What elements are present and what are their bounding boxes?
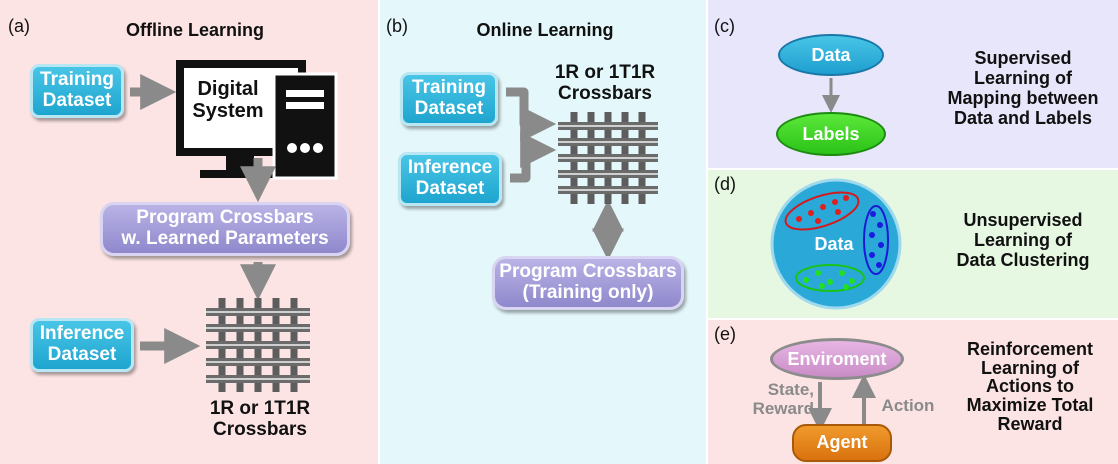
panel-a-label: (a) (8, 16, 30, 36)
unsupervised-description: Unsupervised Learning of Data Clustering (956, 210, 1090, 271)
program-crossbars-box-b: Program Crossbars (Training only) (492, 256, 684, 310)
inference-dataset-box-a: Inference Dataset (30, 318, 134, 372)
crossbar-b-label: 1R or 1T1R Crossbars (554, 62, 656, 105)
reinforcement-description: Reinforcement Learning of Actions to Max… (966, 339, 1094, 434)
environment-node: Enviroment (770, 338, 904, 380)
computer-tower-icon (272, 72, 338, 180)
labels-node: Labels (776, 112, 886, 156)
panel-a-title: Offline Learning (125, 20, 264, 40)
supervised-description: Supervised Learning of Mapping between D… (947, 48, 1099, 129)
arrow-inference-to-crossbar-b (510, 132, 557, 183)
panel-b-label: (b) (386, 16, 408, 36)
digital-system-label: Digital System (192, 78, 264, 123)
action-label: Action (881, 396, 935, 415)
arrow-training-to-crossbar-b (506, 87, 557, 142)
program-crossbars-box-a: Program Crossbars w. Learned Parameters (100, 202, 350, 256)
panel-c-label: (c) (714, 16, 735, 36)
panel-e (708, 320, 1118, 464)
training-dataset-box-b: Training Dataset (400, 72, 498, 126)
panel-d-label: (d) (714, 174, 736, 194)
panel-e-label: (e) (714, 324, 736, 344)
state-reward-label: State, Reward (752, 380, 814, 419)
data-clustering-icon (770, 178, 902, 310)
training-dataset-box-a: Training Dataset (30, 64, 124, 118)
data-node-c: Data (778, 34, 884, 76)
inference-dataset-box-b: Inference Dataset (398, 152, 502, 206)
panel-b-title: Online Learning (476, 20, 614, 40)
panel-c (708, 0, 1118, 168)
data-cluster-label: Data (814, 234, 854, 254)
agent-node: Agent (792, 424, 892, 462)
crossbar-a-label: 1R or 1T1R Crossbars (209, 398, 311, 441)
